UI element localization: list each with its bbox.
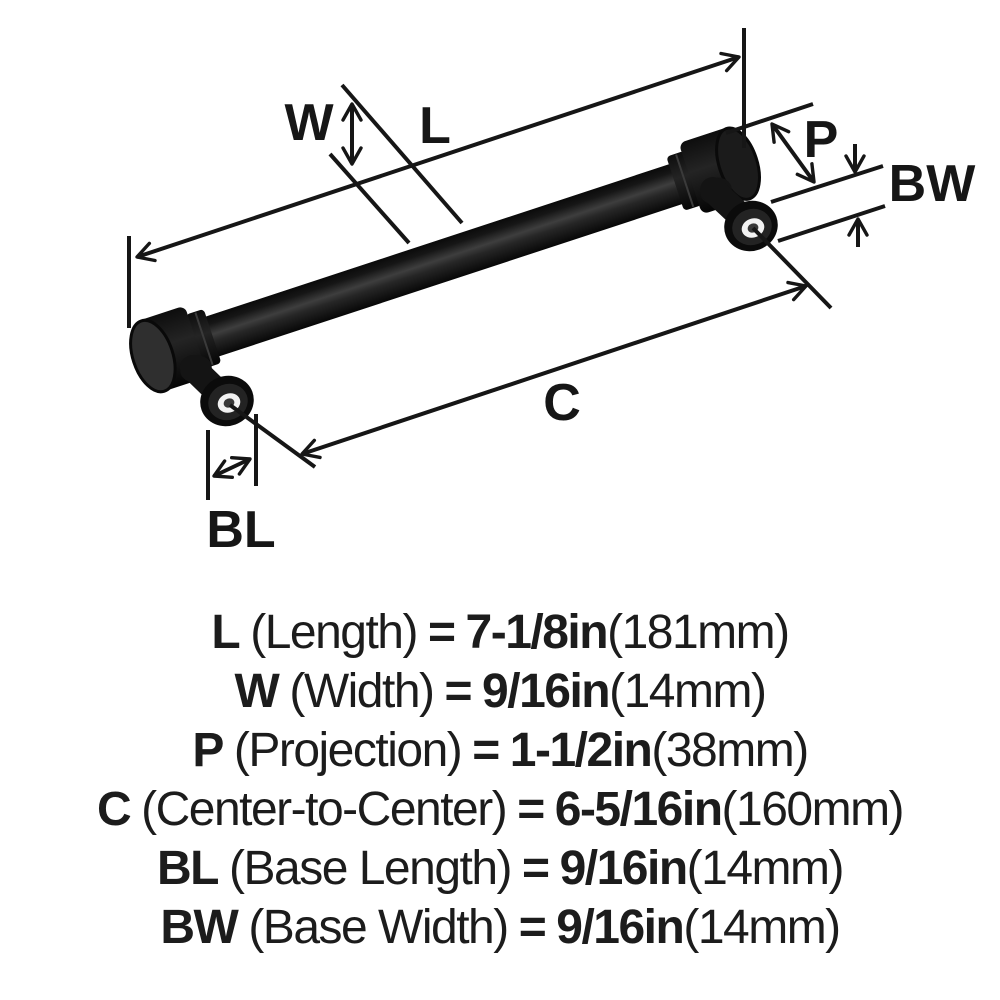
projection-extension-line xyxy=(725,102,814,135)
legend-value: 9/16in (14mm) xyxy=(556,898,841,957)
legend-metric-value: (38mm) xyxy=(651,724,809,777)
legend-equals: = xyxy=(522,842,550,895)
projection-dimension-arrow xyxy=(770,122,816,184)
handle-base-left xyxy=(180,355,254,427)
legend-key: BW xyxy=(160,901,238,954)
legend-key: W xyxy=(234,665,280,718)
legend-imperial-value: 7-1/8in xyxy=(465,606,609,659)
legend-value: 1-1/2in (38mm) xyxy=(509,721,809,780)
legend-imperial-value: 6-5/16in xyxy=(554,783,723,836)
cabinet-pull-handle xyxy=(129,126,778,427)
legend-metric-value: (181mm) xyxy=(607,606,790,659)
dimension-diagram: W L P BW C BL xyxy=(127,28,977,559)
legend-equals: = xyxy=(472,724,500,777)
width-extension-line-lower xyxy=(328,152,411,245)
legend-metric-value: (14mm) xyxy=(686,842,845,895)
legend-metric-value: (14mm) xyxy=(683,901,841,954)
legend-value: 9/16in (14mm) xyxy=(482,662,767,721)
length-dimension-line xyxy=(135,51,741,263)
legend-row-width: W (Width) = 9/16in (14mm) xyxy=(234,662,767,721)
length-label: L xyxy=(419,97,451,155)
legend-key: P xyxy=(192,724,224,777)
base-length-label: BL xyxy=(206,501,275,559)
width-dimension xyxy=(328,83,464,245)
legend-imperial-value: 9/16in xyxy=(482,665,611,718)
legend-key: BL xyxy=(157,842,219,895)
center-extension-line-right xyxy=(751,226,833,310)
legend-row-base-length: BL (Base Length) = 9/16in (14mm) xyxy=(157,839,845,898)
legend-desc: (Base Width) xyxy=(248,901,509,954)
base-length-arrow xyxy=(212,455,252,480)
dimension-lines xyxy=(127,28,886,500)
legend-imperial-value: 1-1/2in xyxy=(509,724,653,777)
legend-row-center-to-center: C (Center-to-Center) = 6-5/16in (160mm) xyxy=(96,780,905,839)
legend-key: C xyxy=(96,783,132,836)
handle-axis-group xyxy=(129,126,761,394)
legend-value: 6-5/16in (160mm) xyxy=(554,780,905,839)
legend-value: 9/16in (14mm) xyxy=(559,839,845,898)
base-width-line-lower xyxy=(777,204,886,243)
legend-desc: (Projection) xyxy=(233,724,463,777)
legend-desc: (Center-to-Center) xyxy=(141,783,508,836)
center-label: C xyxy=(543,374,581,432)
legend-imperial-value: 9/16in xyxy=(556,901,685,954)
width-label: W xyxy=(284,94,334,152)
legend-imperial-value: 9/16in xyxy=(559,842,689,895)
center-dimension-line xyxy=(300,280,808,460)
legend-key: L xyxy=(211,606,240,659)
dimension-legend: L (Length) = 7-1/8in (181mm) W (Width) =… xyxy=(0,603,1000,957)
legend-equals: = xyxy=(517,783,545,836)
base-width-line-upper xyxy=(770,164,884,204)
legend-metric-value: (14mm) xyxy=(609,665,767,718)
legend-desc: (Length) xyxy=(250,606,418,659)
legend-equals: = xyxy=(518,901,547,954)
center-dimension xyxy=(228,226,833,469)
base-width-dimension xyxy=(770,144,886,247)
legend-value: 7-1/8in (181mm) xyxy=(465,603,791,662)
projection-dimension xyxy=(725,102,816,184)
legend-desc: (Width) xyxy=(289,665,435,718)
end-cap-face-left xyxy=(129,318,177,394)
projection-label: P xyxy=(804,111,839,169)
legend-desc: (Base Length) xyxy=(229,842,513,895)
collar-groove-left xyxy=(194,312,214,366)
handle-bar xyxy=(203,163,687,357)
legend-equals: = xyxy=(444,665,473,718)
base-length-dimension xyxy=(206,414,258,500)
legend-row-base-width: BW (Base Width) = 9/16in (14mm) xyxy=(160,898,841,957)
legend-row-projection: P (Projection) = 1-1/2in (38mm) xyxy=(192,721,809,780)
center-extension-line-left xyxy=(228,403,317,469)
legend-row-length: L (Length) = 7-1/8in (181mm) xyxy=(211,603,791,662)
legend-metric-value: (160mm) xyxy=(721,783,905,836)
legend-equals: = xyxy=(427,606,456,659)
base-width-label: BW xyxy=(889,155,977,213)
